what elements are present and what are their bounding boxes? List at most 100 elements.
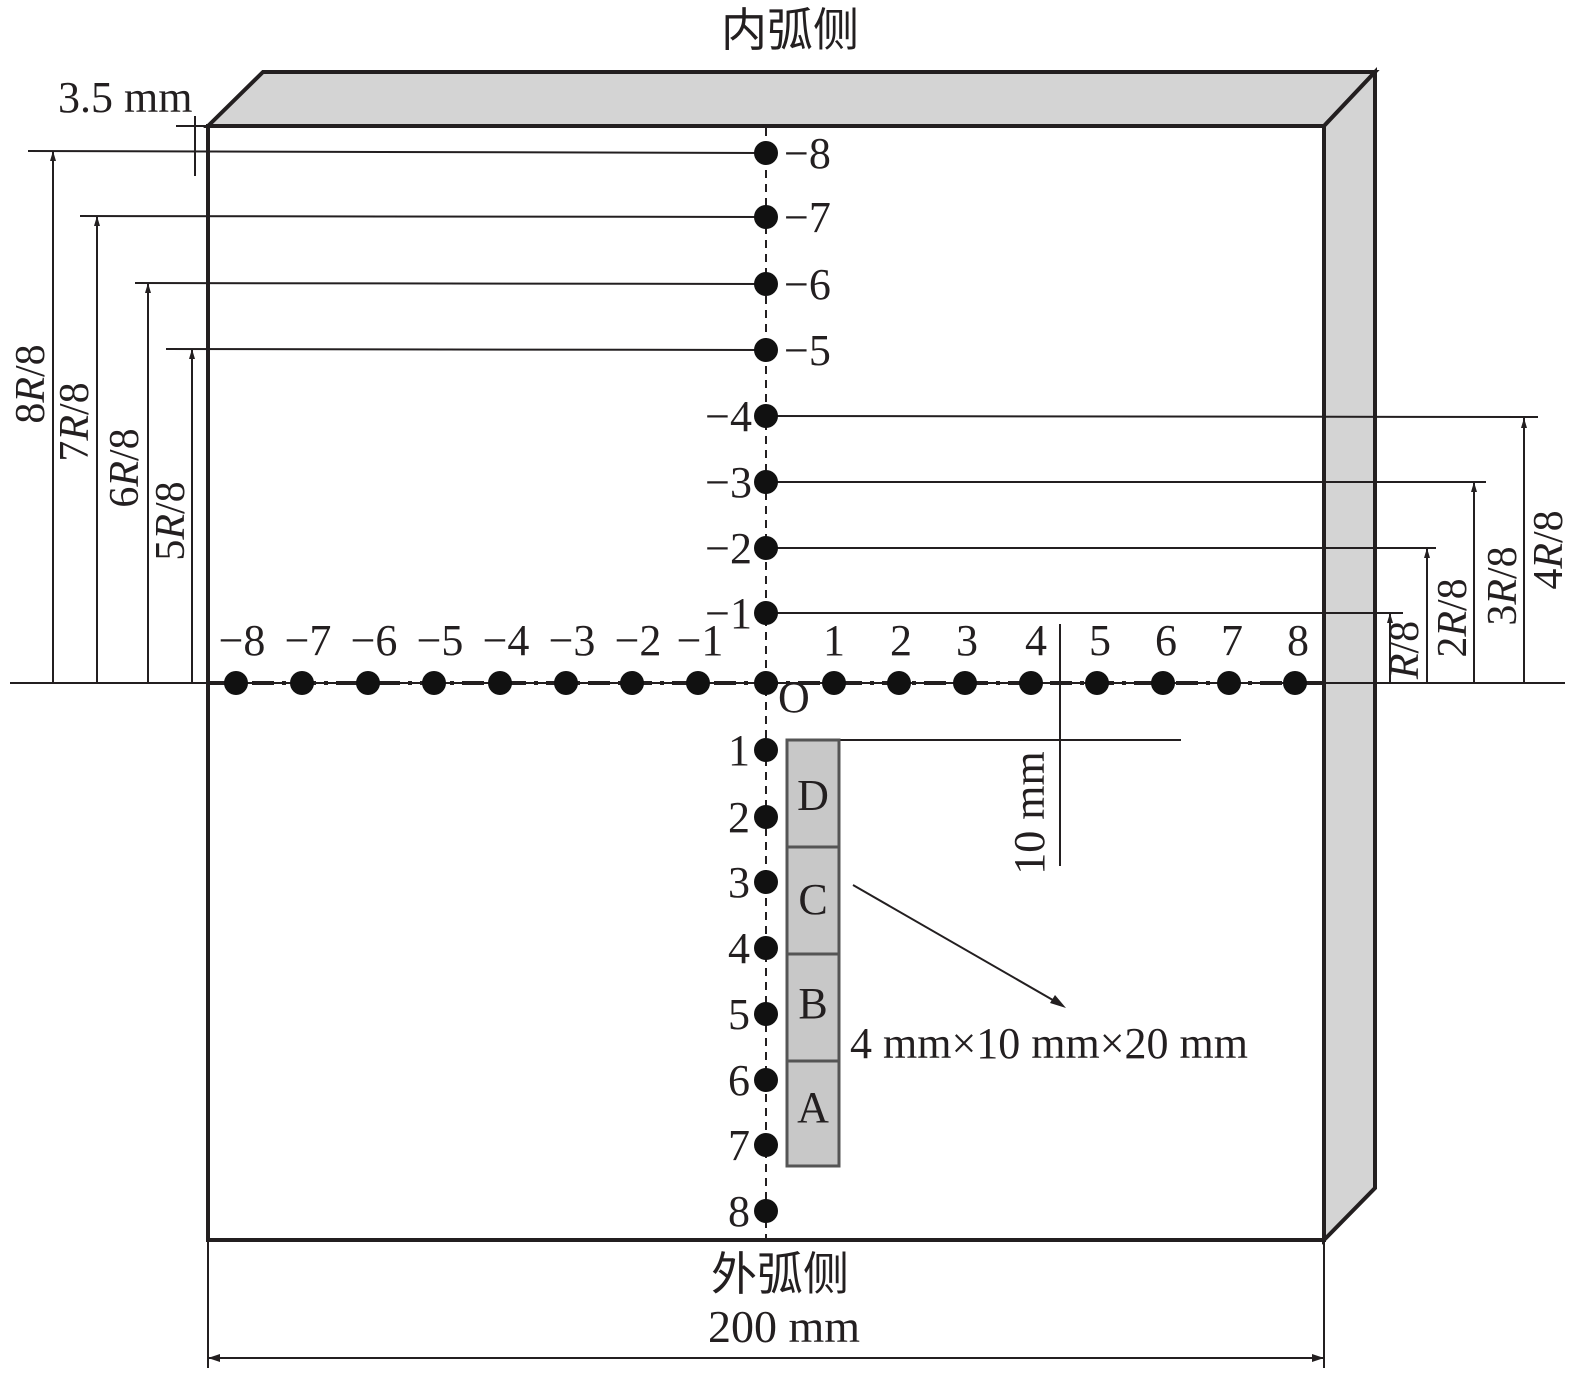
left-dimension-lines [52,151,193,683]
point-v-8 [754,1199,778,1223]
tick-v-neg8: −8 [784,129,831,178]
specimen-label-b: B [798,979,827,1028]
dim-label-3r8-num: 3 [1480,605,1526,626]
specimen-c [785,845,841,956]
specimen-label-a: A [797,1083,829,1132]
point-h-7 [1217,671,1241,695]
specimen-label-c: C [798,875,827,924]
dim-label-2r8-den: /8 [1430,578,1476,611]
point-v-5 [754,1002,778,1026]
dim-label-8r8-num: 8 [8,403,54,424]
point-v-neg5 [754,338,778,362]
point-v-neg6 [754,272,778,296]
tick-h-5: 5 [1089,616,1111,665]
origin-label: O [778,673,810,722]
horizontal-points [224,671,1307,695]
inner-arc-side-label: 内弧侧 [721,5,859,56]
specimen-a [785,1059,841,1168]
tick-v-6: 6 [728,1056,750,1105]
point-h-6 [1151,671,1175,695]
outer-arc-side-label: 外弧侧 [711,1249,849,1300]
width-label: 200 mm [708,1301,860,1352]
vertical-tick-labels: −8 −7 −6 −5 −4 −3 −2 −1 1 2 3 4 5 6 7 8 [705,129,831,1236]
point-v-4 [754,936,778,960]
tick-v-neg6: −6 [784,260,831,309]
dim-label-6r8-den: /8 [102,428,148,461]
dim-label-3r8: 3R/8 [1480,546,1526,625]
tick-h-neg2: −2 [615,616,662,665]
point-h-2 [887,671,911,695]
dim-label-8r8-den: /8 [8,344,54,377]
slab-side-face [1322,66,1377,1245]
specimen-strip: D C B A [785,738,841,1168]
specimen-d [785,738,841,849]
dim-label-6r8: 6R/8 [102,428,148,507]
tick-h-neg1: −1 [677,616,724,665]
point-h-neg5 [422,671,446,695]
tick-h-8: 8 [1287,616,1309,665]
tick-v-8: 8 [728,1187,750,1236]
point-v-2 [754,805,778,829]
dim-label-4r8: 4R/8 [1526,510,1572,589]
point-v-7 [754,1133,778,1157]
dim-label-5r8-num: 5 [148,540,194,561]
point-v-neg2 [754,536,778,560]
specimen-label-d: D [797,771,829,820]
point-v-6 [754,1068,778,1092]
dim-label-4r8-num: 4 [1526,569,1572,590]
point-v-neg4 [754,404,778,428]
tick-h-6: 6 [1155,616,1177,665]
point-origin [754,671,778,695]
right-dimension-labels: R/8 2R/8 3R/8 4R/8 [1382,510,1572,680]
point-h-neg6 [356,671,380,695]
point-v-neg7 [754,205,778,229]
tick-v-4: 4 [728,924,750,973]
point-h-neg1 [686,671,710,695]
width-dimension [207,1240,1325,1368]
point-h-neg2 [620,671,644,695]
point-h-8 [1283,671,1307,695]
dim-label-r8: R/8 [1382,621,1428,680]
dim-label-5r8: 5R/8 [148,481,194,560]
tick-v-1: 1 [728,726,750,775]
dim-label-4r8-r: R [1526,543,1572,570]
specimen-b [785,952,841,1063]
tick-v-neg4: −4 [705,392,752,441]
point-v-neg3 [754,470,778,494]
point-h-1 [822,671,846,695]
specimen-size-label: 4 mm×10 mm×20 mm [850,1019,1248,1068]
specimen-size-arrow [852,884,1059,1004]
tick-h-4: 4 [1025,616,1047,665]
tick-v-neg7: −7 [784,193,831,242]
left-dimension-labels: 8R/8 7R/8 6R/8 5R/8 [8,344,194,560]
spacing-label: 10 mm [1005,751,1054,874]
dim-label-7r8-num: 7 [52,441,98,462]
dim-label-2r8: 2R/8 [1430,578,1476,657]
dim-label-5r8-den: /8 [148,481,194,514]
dim-label-r8-den: /8 [1382,621,1428,654]
tick-h-neg6: −6 [351,616,398,665]
dim-label-r8-r: R [1382,654,1428,681]
tick-h-1: 1 [823,616,845,665]
tick-v-5: 5 [728,990,750,1039]
width-dimension-arrows [208,1354,1324,1362]
dim-label-6r8-r: R [102,461,148,488]
dim-label-7r8-den: /8 [52,382,98,415]
dim-label-2r8-num: 2 [1430,637,1476,658]
point-v-neg1 [754,601,778,625]
right-dimension-lines [1389,418,1525,683]
dim-label-6r8-num: 6 [102,487,148,508]
tick-h-2: 2 [890,616,912,665]
tick-v-neg5: −5 [784,326,831,375]
point-h-neg8 [224,671,248,695]
dim-label-8r8: 8R/8 [8,344,54,423]
point-h-neg4 [488,671,512,695]
tick-v-neg3: −3 [705,458,752,507]
specimen-size-arrowhead [1050,995,1066,1008]
dim-label-4r8-den: /8 [1526,510,1572,543]
tick-h-neg8: −8 [219,616,266,665]
left-dimension-arrows [50,151,195,359]
tick-h-3: 3 [956,616,978,665]
dim-label-3r8-r: R [1480,579,1526,606]
point-h-neg3 [554,671,578,695]
